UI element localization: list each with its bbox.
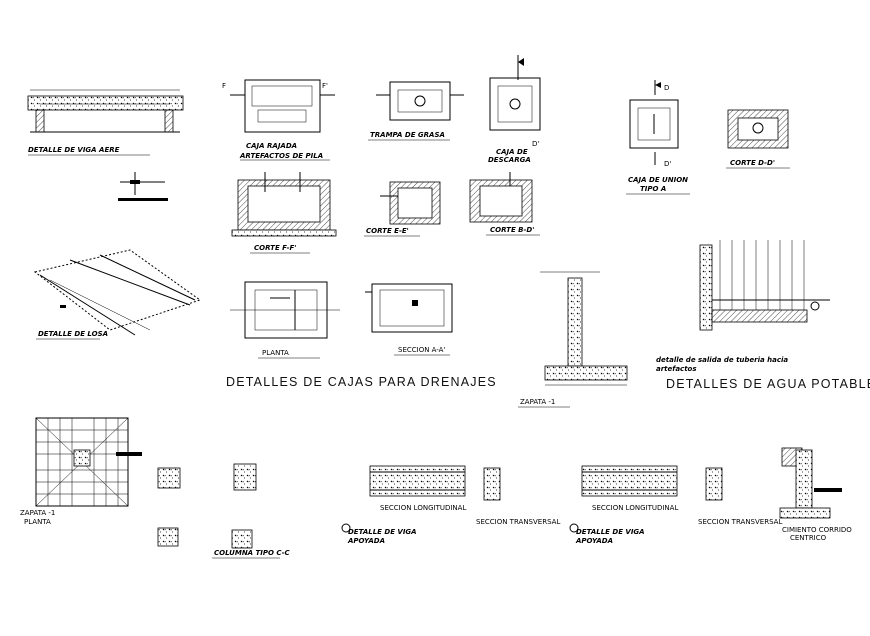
losa-detail: DETALLE DE LOSA — [33, 249, 202, 340]
cimiento-corrido-detail: CIMIENTO CORRIDO CENTRICO — [779, 447, 852, 542]
column-sections: COLUMNA TIPO C-C — [157, 463, 290, 559]
marker-d-prime: D' — [532, 140, 539, 148]
agua-potable-detail: detalle de salida de tuberia hacia artef… — [656, 240, 830, 373]
seccion-a-a-title: SECCION A-A' — [398, 346, 445, 354]
corte-b-d-title: CORTE B-D' — [490, 226, 534, 234]
marker-f-prime: F' — [322, 82, 328, 90]
corte-f-f-title: CORTE F-F' — [254, 244, 296, 252]
zapata-planta-title-1: ZAPATA -1 — [20, 509, 55, 517]
union-title-2: TIPO A — [640, 185, 666, 193]
drenajes-title: DETALLES DE CAJAS PARA DRENAJES — [226, 375, 497, 389]
salida-title-2: artefactos — [656, 365, 697, 373]
zapata-planta-title-2: PLANTA — [24, 518, 51, 526]
cimiento-title-2: CENTRICO — [790, 534, 827, 542]
viga-apoyada-2-title-a: DETALLE DE VIGA — [576, 528, 645, 536]
viga-aere-title: DETALLE DE VIGA AERE — [28, 146, 120, 154]
seccion-a-a-detail: SECCION A-A' — [365, 283, 453, 356]
caja-descarga-detail: D' CAJA DE DESCARGA — [488, 55, 541, 164]
cimiento-title-1: CIMIENTO CORRIDO — [782, 526, 852, 534]
corte-b-d-detail: CORTE B-D' — [469, 172, 540, 236]
descarga-title-1: CAJA DE — [496, 148, 528, 156]
columna-title: COLUMNA TIPO C-C — [214, 549, 290, 557]
corte-d-d-title: CORTE D-D' — [730, 159, 775, 167]
zapata-elevation: ZAPATA -1 — [518, 271, 628, 408]
viga-apoyada-1-title-b: APOYADA — [347, 537, 385, 545]
corte-e-e-title: CORTE E-E' — [366, 227, 409, 235]
seccion-transversal-1: SECCION TRANSVERSAL — [476, 518, 560, 526]
viga-aere-detail: DETALLE DE VIGA AERE — [27, 89, 184, 156]
caja-rajada-title: CAJA RAJADA — [246, 142, 297, 150]
agua-potable-title: DETALLES DE AGUA POTABLE — [666, 377, 870, 391]
caja-rajada-detail: F F' CAJA RAJADA ARTEFACTOS DE PILA — [222, 79, 335, 161]
viga-apoyada-1: SECCION LONGITUDINAL SECCION TRANSVERSAL… — [341, 465, 560, 545]
corte-e-e-detail: CORTE E-E' — [364, 181, 441, 237]
trampa-de-grasa-detail: TRAMPA DE GRASA — [368, 81, 464, 141]
descarga-title-2: DESCARGA — [488, 156, 531, 164]
salida-title-1: detalle de salida de tuberia hacia — [656, 356, 788, 364]
seccion-longitudinal-2: SECCION LONGITUDINAL — [592, 504, 678, 512]
trampa-title: TRAMPA DE GRASA — [370, 131, 445, 139]
marker-d: D — [664, 84, 669, 92]
marker-f: F — [222, 82, 226, 90]
viga-apoyada-1-title-a: DETALLE DE VIGA — [348, 528, 417, 536]
viga-apoyada-2-title-b: APOYADA — [575, 537, 613, 545]
corte-f-f-detail: CORTE F-F' — [231, 172, 337, 254]
planta-title: PLANTA — [262, 349, 289, 357]
seccion-transversal-2: SECCION TRANSVERSAL — [698, 518, 782, 526]
zapata-planta-detail: ZAPATA -1 PLANTA — [20, 417, 142, 526]
corte-d-d-detail: CORTE D-D' — [726, 109, 790, 169]
marker-d-prime-2: D' — [664, 160, 671, 168]
small-connection-detail — [118, 172, 168, 201]
seccion-longitudinal-1: SECCION LONGITUDINAL — [380, 504, 466, 512]
zapata-title: ZAPATA -1 — [520, 398, 555, 406]
losa-title: DETALLE DE LOSA — [38, 330, 108, 338]
artefactos-de-pila-title: ARTEFACTOS DE PILA — [239, 152, 323, 160]
planta-detail: PLANTA — [230, 281, 340, 359]
caja-union-detail: D D' CAJA DE UNION TIPO A — [626, 80, 690, 195]
viga-apoyada-2: SECCION LONGITUDINAL SECCION TRANSVERSAL… — [569, 465, 782, 545]
union-title-1: CAJA DE UNION — [628, 176, 688, 184]
